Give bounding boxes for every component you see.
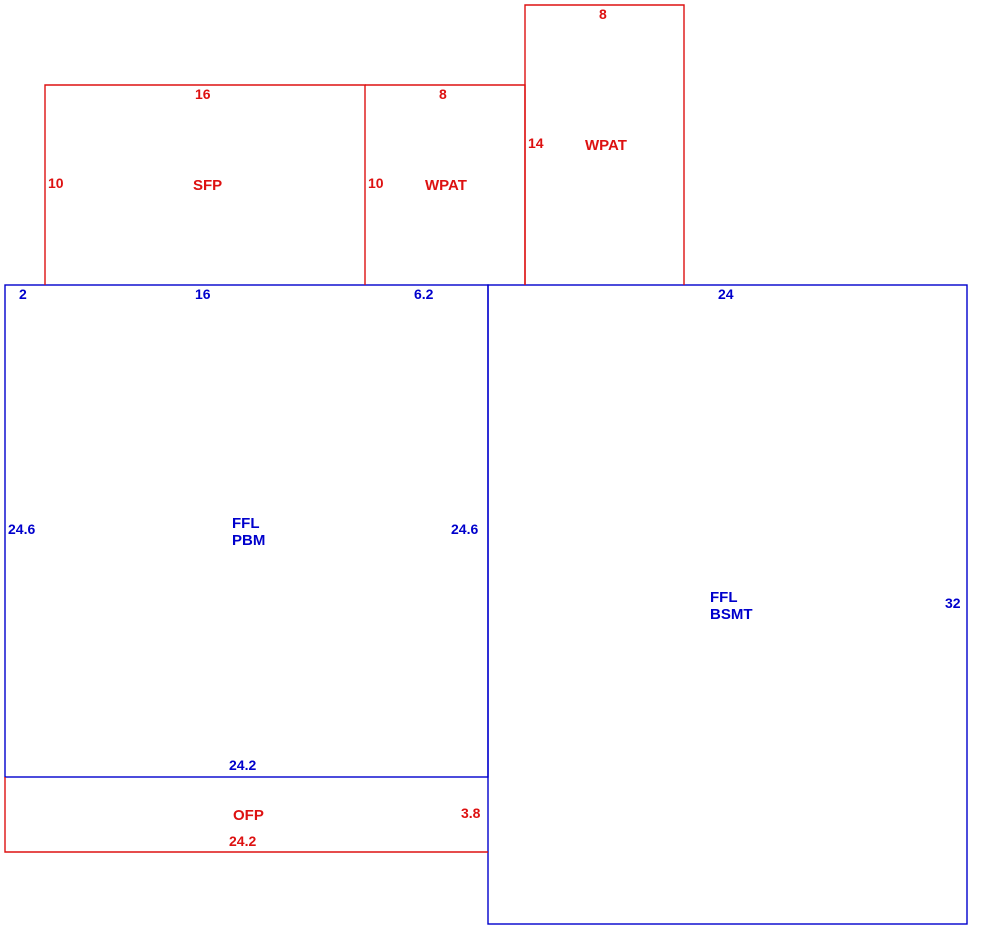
ffl-bsmt-dim-top: 24 bbox=[718, 286, 734, 302]
ffl-pbm-label-line1: FFL bbox=[232, 515, 260, 532]
ffl-pbm-dim-bottom: 24.2 bbox=[229, 757, 256, 773]
main-structure bbox=[4, 284, 968, 925]
wpat-right-dim-left: 14 bbox=[528, 135, 544, 151]
ffl-pbm-dim-top-c: 6.2 bbox=[414, 286, 434, 302]
sfp-outline bbox=[44, 84, 366, 285]
wpat-right-outline bbox=[524, 4, 685, 285]
ffl-bsmt-outline bbox=[487, 284, 968, 925]
ffl-pbm-dim-left: 24.6 bbox=[8, 521, 35, 537]
ffl-pbm-dim-top-b: 16 bbox=[195, 286, 211, 302]
ffl-pbm-dim-right: 24.6 bbox=[451, 521, 478, 537]
wpat-left-dim-left: 10 bbox=[368, 175, 384, 191]
sfp-dim-left: 10 bbox=[48, 175, 64, 191]
additions bbox=[4, 4, 685, 853]
sfp-label: SFP bbox=[193, 177, 222, 194]
wpat-left-label: WPAT bbox=[425, 177, 467, 194]
ffl-bsmt-label-line2: BSMT bbox=[710, 606, 753, 623]
ffl-bsmt-label-line1: FFL bbox=[710, 589, 738, 606]
wpat-right-label: WPAT bbox=[585, 137, 627, 154]
ofp-dim-bottom: 24.2 bbox=[229, 833, 256, 849]
main-structure-labels: 2 16 6.2 24.6 24.6 FFL PBM 24.2 24 32 FF… bbox=[8, 286, 961, 773]
ffl-pbm-label-line2: PBM bbox=[232, 532, 265, 549]
ofp-label: OFP bbox=[233, 807, 264, 824]
wpat-right-dim-top: 8 bbox=[599, 6, 607, 22]
ofp-dim-right: 3.8 bbox=[461, 805, 481, 821]
wpat-left-dim-top: 8 bbox=[439, 86, 447, 102]
addition-labels: 16 10 SFP 8 10 WPAT 8 14 WPAT OFP 3.8 24… bbox=[48, 6, 627, 849]
ffl-bsmt-dim-right: 32 bbox=[945, 595, 961, 611]
ffl-pbm-dim-top-a: 2 bbox=[19, 286, 27, 302]
sfp-dim-top: 16 bbox=[195, 86, 211, 102]
ofp-outline bbox=[4, 777, 488, 853]
